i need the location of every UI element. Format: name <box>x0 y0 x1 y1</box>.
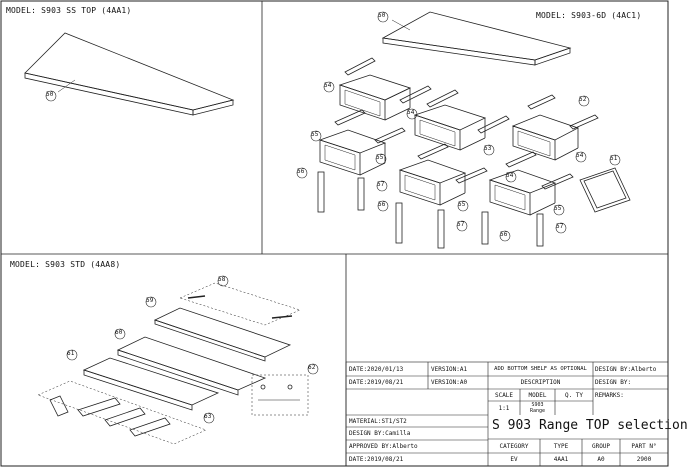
tb-group-header: GROUP <box>591 442 611 450</box>
tb-design-by-camilla: DESIGN BY:Camilla <box>349 430 411 437</box>
frame-panel-51 <box>579 167 631 213</box>
std-bolt-set <box>179 282 301 326</box>
drawer-bottom-right <box>488 169 557 216</box>
tb-scale-value: 1:1 <box>498 404 510 412</box>
callout-54: 54 <box>324 82 332 89</box>
tb-type-header: TYPE <box>553 442 569 450</box>
technical-drawing <box>0 0 669 467</box>
model-label-std: MODEL: S903 STD (4AA8) <box>10 260 121 269</box>
drawer-slide-rail-6 <box>505 151 574 190</box>
drawer-slide-rail-4 <box>334 109 406 144</box>
drawer-bottom-middle <box>398 159 467 206</box>
std-top-panel-59 <box>153 307 292 362</box>
callout-51: 51 <box>610 155 618 162</box>
callout-60: 60 <box>115 329 123 336</box>
callout-57: 57 <box>377 181 385 188</box>
std-hardware-box-62 <box>251 374 309 416</box>
tb-qty-header: Q. TY <box>564 391 584 399</box>
callout-55: 55 <box>311 131 319 138</box>
callout-58: 58 <box>218 276 226 283</box>
tb-change-note: ADD BOTTOM SHELF AS OPTIONAL <box>494 366 587 372</box>
tb-approved-by: APPROVED BY:Alberto <box>349 443 418 450</box>
drawer-bottom-left <box>318 129 387 176</box>
tb-design-by: DESIGN BY:Alberto <box>595 365 657 373</box>
tb-model-value-1: S903 <box>531 401 544 408</box>
callout-61: 61 <box>67 350 75 357</box>
callout-55: 55 <box>554 205 562 212</box>
model-label-6d: MODEL: S903-6D (4AC1) <box>536 11 642 20</box>
tb-design-by-2: DESIGN BY: <box>595 379 632 386</box>
callout-circles <box>45 11 621 424</box>
callout-57: 57 <box>457 221 465 228</box>
callout-54: 54 <box>576 152 584 159</box>
callout-56: 56 <box>500 231 508 238</box>
tb-description-header: DESCRIPTION <box>520 379 561 386</box>
tb-version-a0: VERSION:A0 <box>431 379 468 386</box>
tb-date-a0: DATE:2019/08/21 <box>349 379 404 386</box>
callout-62: 62 <box>308 364 316 371</box>
tb-group-value: A0 <box>597 456 605 463</box>
drawer-slide-rail-5 <box>417 143 488 184</box>
callout-55: 55 <box>376 154 384 161</box>
drawer-top-right <box>511 114 580 161</box>
drawer-slide-rail-3 <box>527 94 599 130</box>
drawer-slide-rail-2 <box>426 89 510 134</box>
tb-category-value: EV <box>510 456 518 463</box>
tb-category-header: CATEGORY <box>499 442 529 450</box>
callout-54: 54 <box>407 109 415 116</box>
callout-56: 56 <box>297 168 305 175</box>
callout-54: 54 <box>506 172 514 179</box>
model-label-ss-top: MODEL: S903 SS TOP (4AA1) <box>6 6 132 15</box>
tb-drawing-title: S 903 Range TOP selection <box>492 418 688 433</box>
callout-55: 55 <box>458 201 466 208</box>
tb-part-header: PART N° <box>631 442 657 450</box>
6d-top-panel-part <box>381 11 572 66</box>
tb-model-header: MODEL <box>528 391 547 399</box>
std-shelf-61 <box>82 357 220 411</box>
ss-top-panel-part <box>24 32 235 116</box>
tb-date-a1: DATE:2020/01/13 <box>349 365 404 373</box>
leg-posts <box>317 171 544 249</box>
drawer-top-middle <box>413 104 487 151</box>
tb-remarks: REMARKS: <box>595 391 624 399</box>
callout-50: 50 <box>378 12 386 19</box>
tb-date-bottom: DATE:2019/08/21 <box>349 456 404 463</box>
tb-model-value-2: Range <box>529 407 546 414</box>
callout-59: 59 <box>146 297 154 304</box>
drawer-top-left <box>338 74 412 121</box>
tb-type-value: 4AA1 <box>553 456 569 463</box>
tb-version-a1: VERSION:A1 <box>431 365 468 373</box>
tb-part-value: 2900 <box>636 456 652 463</box>
callout-63: 63 <box>204 413 212 420</box>
callout-56: 56 <box>378 201 386 208</box>
std-shelf-60 <box>116 336 267 396</box>
callout-52: 52 <box>579 96 587 103</box>
tb-material: MATERIAL:ST1/ST2 <box>349 417 407 425</box>
callout-50: 50 <box>46 91 54 98</box>
std-bottom-frame-63 <box>37 380 207 445</box>
callout-57: 57 <box>556 223 564 230</box>
sheet-border <box>0 0 669 467</box>
tb-scale-header: SCALE <box>494 391 514 399</box>
drawer-slide-rail-1 <box>344 57 432 104</box>
callout-53: 53 <box>484 145 492 152</box>
title-block-grid <box>345 361 669 467</box>
